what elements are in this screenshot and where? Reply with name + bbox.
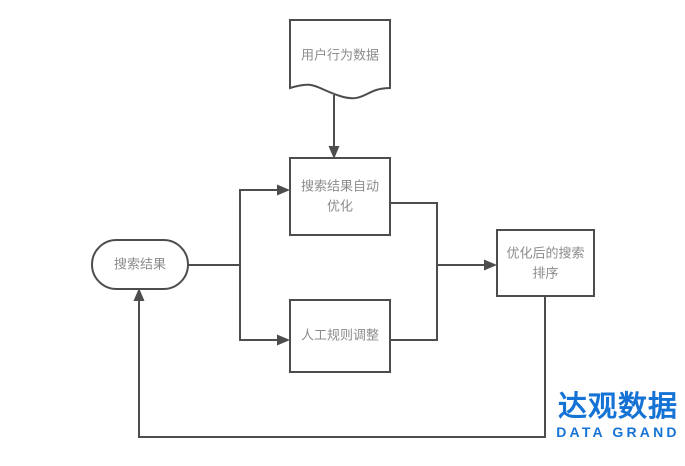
node-label-optimized-ranking-line2: 排序 — [532, 265, 558, 280]
document-shape — [289, 19, 391, 100]
edge-results-to-manual-arrowhead — [277, 334, 290, 346]
edge-merge-to-ranking — [436, 202, 497, 341]
brand-logo-cn: 达观数据 — [557, 391, 678, 423]
edge-layer — [133, 95, 546, 438]
edge-results-branch — [187, 189, 241, 341]
edge-merge-to-ranking-arrowhead — [484, 259, 497, 271]
edge-ranking-feedback-arrowhead — [133, 288, 145, 301]
node-layer: 用户行为数据 搜索结果 搜索结果自动 优化 人工规则调整 优化后的搜索 — [91, 19, 595, 373]
edge-data-to-auto — [328, 95, 340, 159]
edge-results-to-manual — [239, 334, 290, 346]
edge-results-to-auto — [239, 184, 290, 196]
node-user-behavior-data[interactable]: 用户行为数据 — [289, 19, 391, 100]
stadium-shape — [91, 239, 189, 290]
node-optimized-ranking[interactable]: 优化后的搜索 排序 — [496, 229, 595, 297]
node-label-optimized-ranking-line1: 优化后的搜索 — [506, 245, 584, 260]
node-manual-rules[interactable]: 人工规则调整 — [289, 299, 391, 373]
node-label-auto-optimize-line1: 搜索结果自动 — [301, 178, 379, 193]
brand-logo-en: DATA GRAND — [556, 424, 680, 441]
node-search-results[interactable]: 搜索结果 — [91, 239, 189, 290]
node-label-manual-rules: 人工规则调整 — [301, 327, 379, 342]
rectangle-shape — [289, 157, 391, 236]
edge-ranking-feedback — [133, 288, 546, 438]
edge-ranking-feedback-line — [138, 295, 546, 438]
brand-logo: 达观数据 DATA GRAND — [556, 392, 680, 441]
node-auto-optimize[interactable]: 搜索结果自动 优化 — [289, 157, 391, 236]
node-label-search-results: 搜索结果 — [114, 256, 166, 271]
edge-results-to-auto-arrowhead — [277, 184, 290, 196]
node-label-user-behavior-data: 用户行为数据 — [301, 47, 379, 62]
node-label-auto-optimize-line2: 优化 — [327, 198, 353, 213]
rectangle-shape — [289, 299, 391, 373]
edge-data-to-auto-arrowhead — [328, 146, 340, 159]
rectangle-shape — [496, 229, 595, 297]
